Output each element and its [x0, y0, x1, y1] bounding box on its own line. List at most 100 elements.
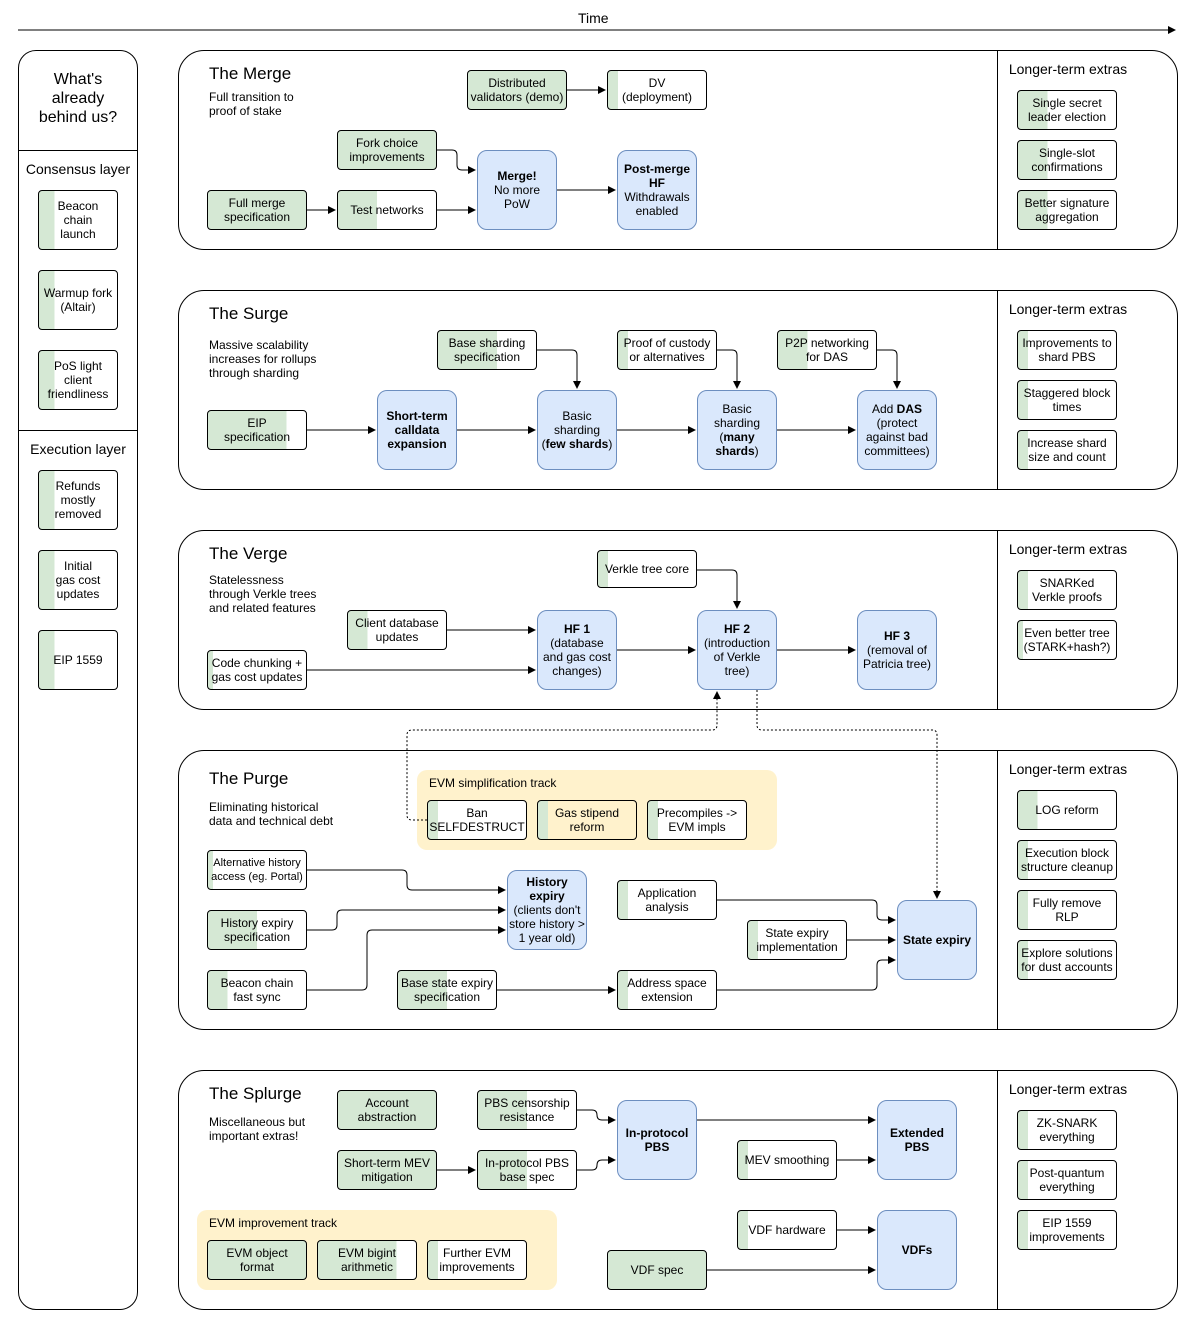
evm-simplification-label: EVM simplification track: [429, 776, 557, 790]
hf3-title: HF 3: [883, 629, 910, 643]
short-term-calldata: Short-term calldata expansion: [377, 390, 457, 470]
history-expiry-title: History expiry: [526, 875, 568, 903]
surge-panel: [178, 290, 1178, 490]
extended-pbs: Extended PBS: [877, 1100, 957, 1180]
verge-hf3: HF 3 (removal of Patricia tree): [857, 610, 937, 690]
post-merge-title: Post-merge HF: [623, 162, 691, 190]
merge-extra-3: Better signature aggregation: [1017, 190, 1117, 230]
test-networks: Test networks: [337, 190, 437, 230]
das-text-1: Add: [871, 402, 897, 416]
arrow-address-space: [717, 956, 896, 991]
merge-node-body: No more PoW: [493, 183, 540, 211]
history-expiry-body: (clients don't store history > 1 year ol…: [509, 903, 585, 945]
pbs-censorship-resistance: PBS censorship resistance: [477, 1090, 577, 1130]
history-beacon-launch: Beacon chain launch: [38, 190, 118, 250]
arrow-base-sharding: [537, 349, 581, 389]
surge-extra-1: Improvements to shard PBS: [1017, 330, 1117, 370]
surge-extras-label: Longer-term extras: [1008, 301, 1128, 317]
das-text-2: (protect against bad committees): [864, 416, 930, 458]
evm-improvement-label: EVM improvement track: [209, 1216, 338, 1230]
time-label: Time: [578, 10, 609, 26]
code-chunking: Code chunking + gas cost updates: [207, 650, 307, 690]
execution-layer-label: Execution layer: [30, 441, 126, 457]
purge-subtitle: Eliminating historical data and technica…: [209, 800, 334, 828]
verge-hf2: HF 2 (introduction of Verkle tree): [697, 610, 777, 690]
merge-node-title: Merge!: [497, 169, 537, 183]
full-merge-spec: Full merge specification: [207, 190, 307, 230]
basic-many-text-1: Basic sharding (: [713, 402, 761, 444]
merge-subtitle: Full transition to proof of stake: [209, 90, 294, 118]
arrow-p2p: [877, 349, 901, 389]
ban-selfdestruct: Ban SELFDESTRUCT: [427, 800, 527, 840]
p2p-networking-das: P2P networking for DAS: [777, 330, 877, 370]
in-protocol-pbs: In-protocol PBS: [617, 1100, 697, 1180]
client-database-updates: Client database updates: [347, 610, 447, 650]
vdf-spec: VDF spec: [607, 1250, 707, 1290]
address-space-extension: Address space extension: [617, 970, 717, 1010]
purge-extra-3: Fully remove RLP: [1017, 890, 1117, 930]
verge-title: The Verge: [209, 544, 288, 563]
surge-subtitle: Massive scalability increases for rollup…: [209, 338, 317, 380]
surge-extra-3: Increase shard size and count: [1017, 430, 1117, 470]
hf2-title: HF 2: [723, 622, 750, 636]
in-protocol-pbs-spec: In-protocol PBS base spec: [477, 1150, 577, 1190]
hf1-body: (database and gas cost changes): [542, 636, 612, 678]
post-merge-body: Withdrawals enabled: [624, 190, 690, 218]
dotted-hf2-to-state-expiry: [756, 690, 941, 899]
verge-extra-1: SNARKed Verkle proofs: [1017, 570, 1117, 610]
verge-extra-2: Even better tree (STARK+hash?): [1017, 620, 1117, 660]
history-eip1559: EIP 1559: [38, 630, 118, 690]
history-altair: Warmup fork (Altair): [38, 270, 118, 330]
mev-smoothing: MEV smoothing: [737, 1140, 837, 1180]
verkle-tree-core: Verkle tree core: [597, 550, 697, 588]
history-gas-cost: Initial gas cost updates: [38, 550, 118, 610]
evm-bigint-arithmetic: EVM bigint arithmetic: [317, 1240, 417, 1280]
verge-subtitle: Statelessness through Verkle trees and r…: [209, 573, 317, 615]
basic-sharding-few: Basic sharding (few shards): [537, 390, 617, 470]
basic-sharding-many: Basic sharding (many shards): [697, 390, 777, 470]
history-light-client: PoS light client friendliness: [38, 350, 118, 410]
merge-node: Merge! No more PoW: [477, 150, 557, 230]
hf3-body: (removal of Patricia tree): [862, 643, 932, 671]
base-state-expiry-spec: Base state expiry specification: [397, 970, 497, 1010]
state-expiry: State expiry: [897, 900, 977, 980]
hf1-title: HF 1: [563, 622, 590, 636]
purge-title: The Purge: [209, 769, 289, 788]
vdf-hardware: VDF hardware: [737, 1210, 837, 1250]
history-divider-top: [18, 150, 138, 151]
splurge-extra-2: Post-quantum everything: [1017, 1160, 1117, 1200]
basic-few-text-2: ): [608, 437, 613, 451]
merge-title: The Merge: [209, 64, 292, 83]
history-title: What's already behind us?: [38, 71, 118, 126]
proof-of-custody: Proof of custody or alternatives: [617, 330, 717, 370]
purge-extra-1: LOG reform: [1017, 790, 1117, 830]
eip-specification: EIP specification: [207, 410, 307, 450]
short-term-mev-mitigation: Short-term MEV mitigation: [337, 1150, 437, 1190]
dv-deployment: DV (deployment): [607, 70, 707, 110]
splurge-title: The Splurge: [209, 1084, 302, 1103]
verge-divider: [997, 530, 998, 710]
surge-title: The Surge: [209, 304, 289, 323]
surge-divider: [997, 290, 998, 490]
merge-divider: [997, 50, 998, 250]
further-evm-improvements: Further EVM improvements: [427, 1240, 527, 1280]
history-expiry: History expiry (clients don't store hist…: [507, 870, 587, 950]
merge-extra-2: Single-slot confirmations: [1017, 140, 1117, 180]
dotted-selfdestruct-to-hf2: [406, 691, 721, 821]
basic-few-bold: few shards: [545, 437, 609, 451]
basic-few-text-1: Basic sharding (: [541, 409, 600, 451]
alternative-history-access: Alternative history access (eg. Portal): [207, 850, 307, 890]
purge-extra-2: Execution block structure cleanup: [1017, 840, 1117, 880]
precompiles: Precompiles -> EVM impls: [647, 800, 747, 840]
fork-choice-improvements: Fork choice improvements: [337, 130, 437, 170]
arrow-pbs-spec: [577, 1156, 616, 1171]
splurge-extra-3: EIP 1559 improvements: [1017, 1210, 1117, 1250]
splurge-subtitle: Miscellaneous but important extras!: [209, 1115, 306, 1143]
purge-extra-4: Explore solutions for dust accounts: [1017, 940, 1117, 980]
arrow-history-spec: [307, 906, 506, 931]
surge-extra-2: Staggered block times: [1017, 380, 1117, 420]
consensus-layer-label: Consensus layer: [25, 161, 131, 177]
evm-object-format: EVM object format: [207, 1240, 307, 1280]
base-sharding-spec: Base sharding specification: [437, 330, 537, 370]
verge-hf1: HF 1 (database and gas cost changes): [537, 610, 617, 690]
